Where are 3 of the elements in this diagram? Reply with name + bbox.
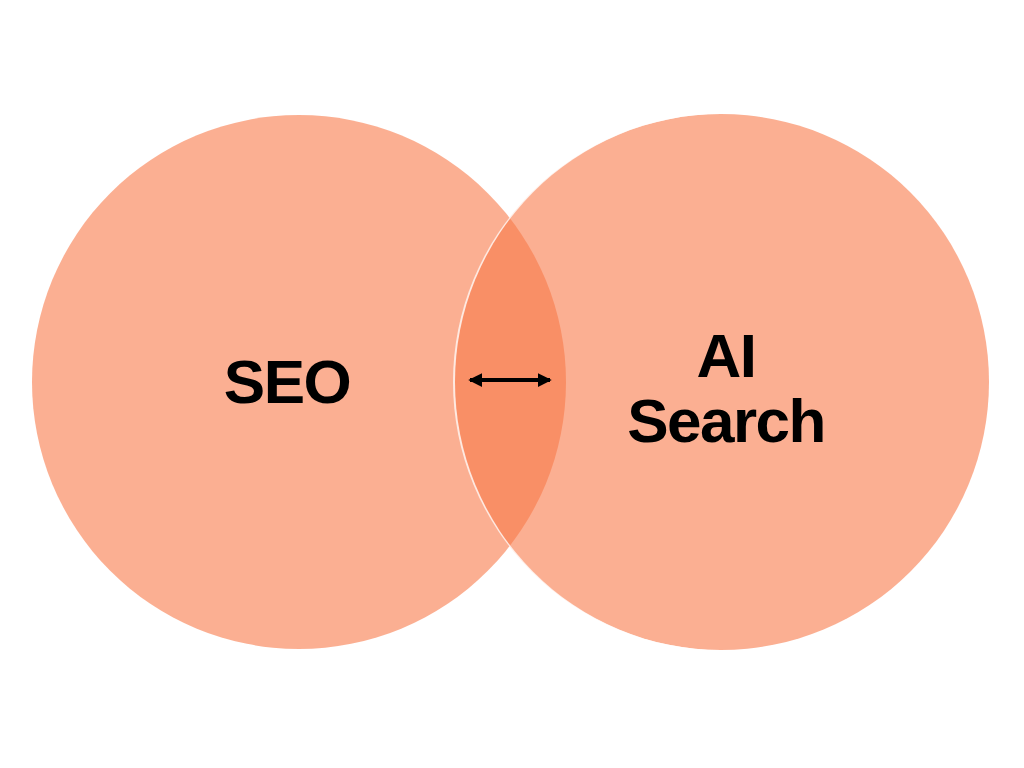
- double-arrow: [468, 373, 552, 387]
- circle-label: AI Search: [626, 322, 826, 454]
- circle-label: SEO: [222, 349, 352, 415]
